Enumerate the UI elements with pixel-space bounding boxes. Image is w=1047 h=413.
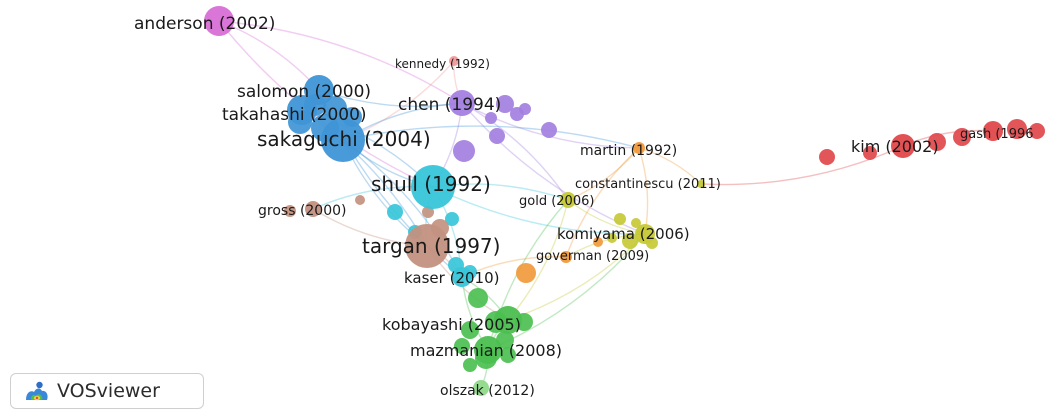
- cluster-node[interactable]: [863, 146, 877, 160]
- link-martin-gold: [567, 147, 640, 201]
- node-label-takahashi: takahashi (2000): [222, 105, 367, 125]
- cluster-node[interactable]: [593, 237, 603, 247]
- node-label-sakaguchi: sakaguchi (2004): [257, 127, 431, 151]
- label-layer: anderson (2002) kennedy (1992) salomon (20…: [134, 14, 1034, 399]
- cluster-node[interactable]: [622, 233, 638, 249]
- node-label-mazmanian: mazmanian (2008): [410, 341, 562, 360]
- node-label-constantinescu: constantinescu (2011): [575, 177, 721, 192]
- cluster-node[interactable]: [463, 358, 477, 372]
- node-label-komiyama: komiyama (2006): [557, 225, 690, 243]
- cluster-node[interactable]: [1007, 119, 1027, 139]
- node-gross[interactable]: [305, 201, 321, 217]
- link-martin-constantinescu: [638, 147, 702, 185]
- link-shull-komiyama: [432, 186, 646, 235]
- node-label-gash: gash (1996: [960, 127, 1034, 142]
- node-kim[interactable]: [891, 134, 915, 158]
- node-mazmanian[interactable]: [474, 336, 502, 364]
- cluster-node[interactable]: [631, 218, 641, 228]
- link-gold-kobayashi: [507, 199, 569, 321]
- node-targan[interactable]: [405, 224, 449, 268]
- node-gash[interactable]: [983, 121, 1003, 141]
- node-salomon[interactable]: [304, 75, 334, 105]
- node-takahashi[interactable]: [287, 95, 317, 125]
- cluster-node[interactable]: [453, 140, 475, 162]
- node-shull[interactable]: [411, 165, 455, 209]
- node-anderson[interactable]: [204, 6, 234, 36]
- node-chen[interactable]: [449, 90, 475, 116]
- node-label-targan: targan (1997): [362, 234, 500, 258]
- cluster-node[interactable]: [607, 233, 617, 243]
- link-anderson-chen: [218, 20, 463, 104]
- cluster-node[interactable]: [284, 205, 296, 217]
- node-goverman[interactable]: [560, 251, 572, 263]
- cluster-node[interactable]: [454, 338, 470, 354]
- node-label-salomon: salomon (2000): [237, 82, 371, 102]
- node-kennedy[interactable]: [449, 56, 459, 66]
- link-sakaguchi-martin: [342, 125, 640, 149]
- node-label-gold: gold (2006): [519, 194, 594, 209]
- cluster-node[interactable]: [1029, 123, 1045, 139]
- cluster-node[interactable]: [468, 288, 488, 308]
- node-label-kaser: kaser (2010): [404, 269, 499, 287]
- node-label-olszak: olszak (2012): [440, 383, 535, 399]
- node-label-goverman: goverman (2009): [536, 249, 649, 264]
- node-label-chen: chen (1994): [398, 95, 501, 115]
- cluster-node[interactable]: [928, 133, 946, 151]
- cluster-node[interactable]: [387, 204, 403, 220]
- cluster-node[interactable]: [519, 103, 531, 115]
- node-komiyama[interactable]: [635, 224, 655, 244]
- cluster-node[interactable]: [323, 96, 347, 120]
- node-olszak[interactable]: [473, 380, 489, 396]
- cluster-node[interactable]: [496, 95, 514, 113]
- link-anderson-shull: [218, 20, 434, 188]
- vosviewer-watermark[interactable]: VOSviewer: [10, 373, 204, 409]
- vosviewer-logo-icon: [26, 381, 48, 401]
- link-sakaguchi-kaser: [342, 139, 463, 278]
- watermark-label: VOSviewer: [57, 380, 160, 402]
- node-layer: [204, 6, 1045, 396]
- cluster-node[interactable]: [541, 122, 557, 138]
- cluster-node[interactable]: [489, 128, 505, 144]
- node-sakaguchi[interactable]: [321, 118, 365, 162]
- cluster-node[interactable]: [355, 195, 365, 205]
- node-label-kobayashi: kobayashi (2005): [382, 315, 521, 334]
- node-label-gross: gross (2000): [258, 203, 347, 219]
- node-gold[interactable]: [560, 192, 576, 208]
- cluster-node[interactable]: [422, 206, 434, 218]
- node-kobayashi[interactable]: [494, 306, 522, 334]
- node-label-anderson: anderson (2002): [134, 14, 275, 34]
- node-label-shull: shull (1992): [371, 172, 491, 196]
- cluster-node[interactable]: [485, 112, 497, 124]
- node-label-kennedy: kennedy (1992): [395, 57, 490, 71]
- link-martin-goverman: [565, 147, 640, 258]
- link-salomon-chen: [318, 89, 463, 108]
- link-chen-gold: [461, 102, 569, 201]
- cluster-node[interactable]: [445, 212, 459, 226]
- node-label-martin: martin (1992): [580, 143, 677, 159]
- node-constantinescu[interactable]: [697, 180, 705, 188]
- cluster-node[interactable]: [614, 213, 626, 225]
- cluster-node[interactable]: [953, 128, 971, 146]
- cluster-node[interactable]: [500, 347, 516, 363]
- cluster-node[interactable]: [819, 149, 835, 165]
- cluster-node[interactable]: [516, 263, 536, 283]
- node-label-kim: kim (2002): [851, 137, 939, 156]
- cluster-node[interactable]: [461, 321, 479, 339]
- link-constantinescu-kim: [700, 145, 904, 186]
- node-kaser[interactable]: [452, 267, 472, 287]
- node-martin[interactable]: [633, 142, 645, 154]
